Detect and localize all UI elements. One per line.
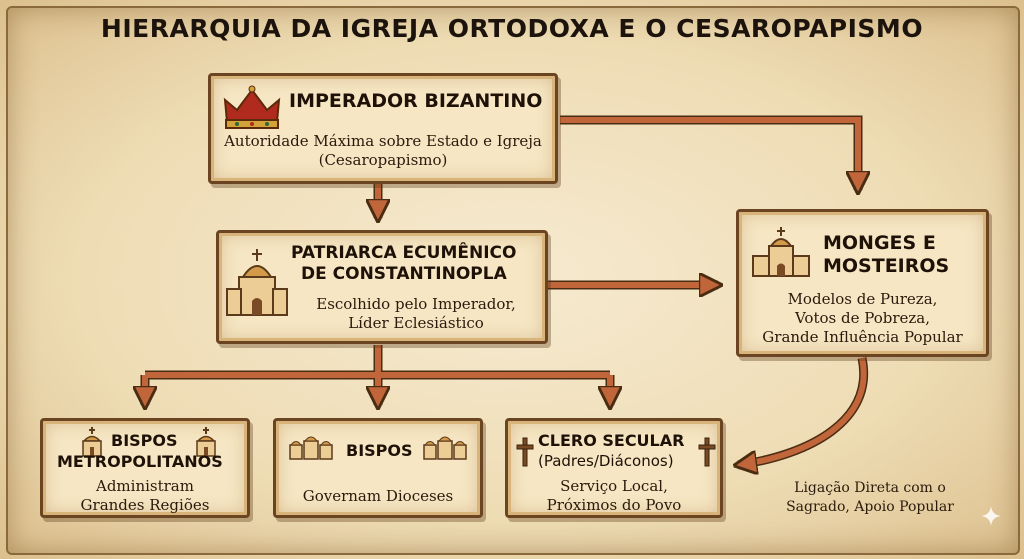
clergy-line1: Serviço Local,: [560, 477, 668, 495]
note-line1: Ligação Direta com o: [794, 480, 946, 496]
bishops-box: BISPOS Governam Dioceses: [273, 418, 483, 518]
emperor-line1: Autoridade Máxima sobre Estado e Igreja: [224, 132, 542, 150]
arrow-emperor-to-monks: [560, 115, 858, 190]
monks-line1: Modelos de Pureza,: [787, 290, 938, 308]
bishops-title: BISPOS: [346, 441, 413, 460]
emperor-line2: (Cesaropapismo): [318, 151, 448, 169]
monks-title2: MOSTEIROS: [823, 255, 950, 277]
monks-title1: MONGES E: [823, 232, 936, 254]
cross-icon: [698, 437, 716, 467]
bishops-line1: Governam Dioceses: [302, 487, 454, 505]
note-line2: Sagrado, Apoio Popular: [786, 499, 954, 515]
crown-icon: [223, 85, 281, 129]
page-title: HIERARQUIA DA IGREJA ORTODOXA E O CESARO…: [100, 14, 924, 43]
sparkle-icon: [981, 506, 1001, 526]
patriarch-title2: DE CONSTANTINOPLA: [301, 264, 507, 284]
metropolitans-title1: BISPOS: [111, 431, 178, 450]
church-icon: [196, 427, 216, 457]
domed-church-icon: [226, 249, 288, 316]
clergy-title2: (Padres/Diáconos): [538, 452, 674, 470]
church-icon: [82, 427, 102, 457]
metropolitans-box: BISPOS METROPOLITANOS Administram Grande…: [40, 418, 250, 518]
cross-icon: [516, 437, 534, 467]
metropolitans-title2: METROPOLITANOS: [57, 452, 223, 471]
monks-box: MONGES E MOSTEIROS Modelos de Pureza, Vo…: [736, 209, 989, 357]
patriarch-line1: Escolhido pelo Imperador,: [316, 295, 516, 313]
churches-icon: [289, 436, 333, 460]
churches-icon: [423, 436, 467, 460]
clergy-title1: CLERO SECULAR: [538, 431, 685, 450]
emperor-box: IMPERADOR BIZANTINO Autoridade Máxima so…: [208, 73, 558, 184]
parchment-border: [6, 6, 1020, 555]
metropolitans-line2: Grandes Regiões: [80, 496, 210, 514]
clergy-box: CLERO SECULAR (Padres/Diáconos) Serviço …: [505, 418, 723, 518]
patriarch-box: PATRIARCA ECUMÊNICO DE CONSTANTINOPLA Es…: [216, 230, 548, 344]
arrow-monks-to-clergy: [738, 357, 869, 465]
arrow-patriarch-branch: [145, 345, 610, 405]
monks-line3: Grande Influência Popular: [762, 328, 963, 346]
metropolitans-line1: Administram: [96, 477, 194, 495]
patriarch-line2: Líder Eclesiástico: [348, 314, 484, 332]
clergy-line2: Próximos do Povo: [546, 496, 682, 514]
emperor-title: IMPERADOR BIZANTINO: [289, 90, 543, 112]
patriarch-title1: PATRIARCA ECUMÊNICO: [291, 243, 517, 263]
monastery-icon: [752, 227, 810, 277]
monks-line2: Votos de Pobreza,: [794, 309, 931, 327]
